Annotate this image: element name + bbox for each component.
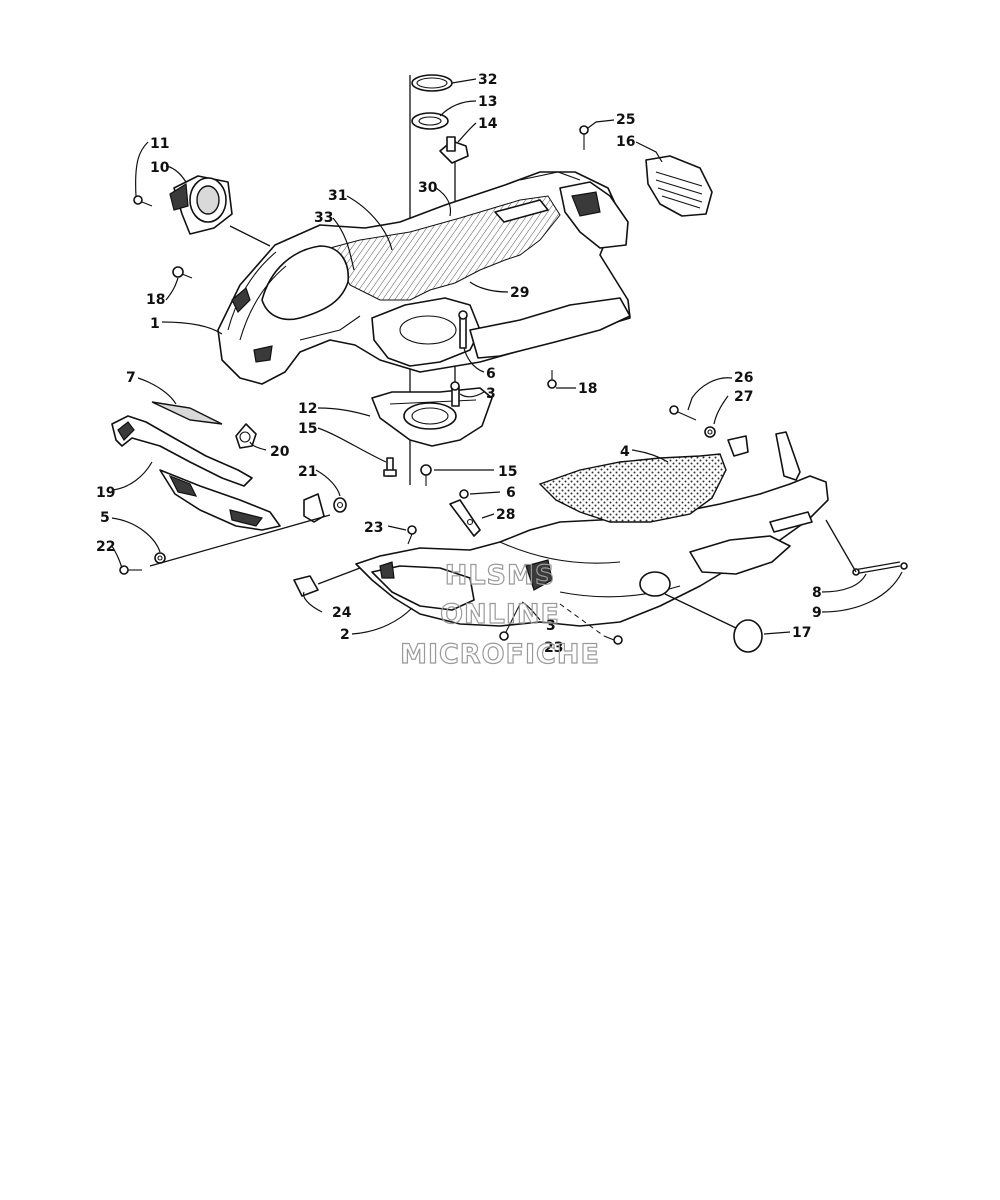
callout-27: 27: [734, 389, 753, 405]
lower-belly-pan: [355, 431, 829, 627]
callout-3-upper: 3: [486, 386, 496, 402]
screw-18-upper: [172, 266, 193, 279]
callout-3-lower: 3: [546, 618, 556, 634]
assembly-line-8: [825, 519, 857, 573]
fitting-10: [169, 175, 233, 235]
screw-23-lower: [603, 635, 623, 645]
bolt-3-upper: [450, 381, 460, 407]
callout-32: 32: [478, 72, 497, 88]
callout-2: 2: [340, 627, 350, 643]
dashed-line-23: [559, 603, 605, 637]
callout-4: 4: [620, 444, 630, 460]
plate-12: [371, 387, 493, 447]
washer-5: [154, 552, 166, 564]
callout-31: 31: [328, 188, 347, 204]
callout-23-lower: 23: [544, 640, 563, 656]
assembly-line-10: [229, 225, 271, 247]
nut-21: [333, 497, 347, 513]
callout-11: 11: [150, 136, 169, 152]
callout-33: 33: [314, 210, 333, 226]
callout-21: 21: [298, 464, 317, 480]
callout-13: 13: [478, 94, 497, 110]
screw-23-upper: [407, 525, 417, 545]
callout-7: 7: [126, 370, 136, 386]
callout-28: 28: [496, 507, 515, 523]
callout-16: 16: [616, 134, 635, 150]
fastener-15-left: [383, 457, 397, 477]
side-panel-lower-left: [159, 469, 281, 531]
callout-25: 25: [616, 112, 635, 128]
fastener-15-right: [420, 464, 432, 486]
callout-19: 19: [96, 485, 115, 501]
bolt-3-lower: [499, 603, 521, 641]
screw-11: [133, 195, 153, 207]
callout-18-upper: 18: [146, 292, 165, 308]
callout-29: 29: [510, 285, 529, 301]
callout-26: 26: [734, 370, 753, 386]
clip-20: [235, 423, 257, 449]
bumper-19: [111, 415, 253, 487]
ring-13: [411, 112, 449, 130]
callout-18-lower: 18: [578, 381, 597, 397]
rod-8: [852, 561, 908, 576]
bracket-28: [449, 499, 481, 537]
bolt-22: [119, 565, 142, 575]
callout-1: 1: [150, 316, 160, 332]
bolt-6-lower: [459, 489, 469, 499]
watermark-line-3: MICROFICHE: [400, 639, 600, 670]
plate-7: [151, 401, 223, 425]
callout-17: 17: [792, 625, 811, 641]
assembly-line-17: [664, 593, 737, 629]
watermark-line-1: HLSMS: [445, 560, 556, 591]
callout-14: 14: [478, 116, 498, 132]
callout-20: 20: [270, 444, 290, 460]
cap-17: [733, 619, 763, 653]
callout-10: 10: [150, 160, 170, 176]
watermark-line-2: ONLINE: [440, 599, 560, 630]
ring-32: [411, 74, 453, 92]
callout-6-lower: 6: [506, 485, 516, 501]
callout-8: 8: [812, 585, 822, 601]
screw-25: [579, 125, 589, 150]
callout-15-right: 15: [498, 464, 517, 480]
callout-labels: 32 13 14 25 16 11 10 31 30 33 29 18 1 6 …: [96, 72, 822, 656]
bracket-near-21: [303, 493, 325, 523]
screw-18-lower: [547, 370, 557, 389]
cap-14: [439, 136, 469, 164]
callout-5: 5: [100, 510, 110, 526]
watermark: HLSMS ONLINE MICROFICHE: [399, 559, 600, 670]
upper-body-panel: [217, 171, 631, 385]
assembly-line-22: [149, 514, 331, 567]
bolt-6-upper: [458, 310, 468, 349]
callout-12: 12: [298, 401, 317, 417]
clip-24: [293, 567, 361, 597]
callout-24: 24: [332, 605, 352, 621]
washer-27: [704, 426, 716, 438]
screw-26: [669, 405, 697, 421]
leader-lines: [111, 78, 903, 635]
callout-6-upper: 6: [486, 366, 496, 382]
callout-22: 22: [96, 539, 115, 555]
callout-23-upper: 23: [364, 520, 383, 536]
callout-15-left: 15: [298, 421, 317, 437]
callout-30: 30: [418, 180, 438, 196]
vent-grille-16: [645, 155, 713, 217]
callout-9: 9: [812, 605, 822, 621]
